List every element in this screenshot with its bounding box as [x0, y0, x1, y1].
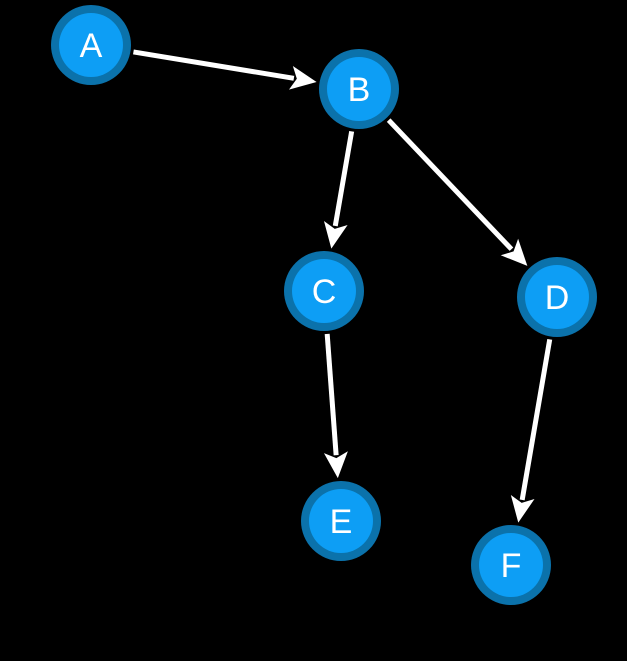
edge-a-to-b[interactable] [133, 49, 317, 90]
edge-arrowhead [500, 238, 528, 266]
node-circle [309, 489, 373, 553]
edge-layer [133, 49, 553, 523]
node-label: C [312, 273, 337, 311]
edge-line [133, 49, 295, 81]
node-circle [292, 259, 356, 323]
edge-d-to-f[interactable] [510, 338, 553, 523]
edge-arrowhead [323, 220, 348, 249]
edge-arrowhead [288, 65, 317, 90]
edge-arrowhead [323, 451, 348, 479]
edge-line [386, 118, 514, 251]
node-circle [525, 265, 589, 329]
graph-node-d[interactable]: D [517, 257, 597, 337]
node-label: A [80, 27, 103, 65]
node-label: D [545, 279, 570, 317]
node-label: B [348, 71, 371, 109]
edge-b-to-d[interactable] [386, 118, 528, 266]
edge-arrowhead [510, 494, 535, 523]
node-circle [479, 533, 543, 597]
graph-node-f[interactable]: F [471, 525, 551, 605]
graph-node-e[interactable]: E [301, 481, 381, 561]
edge-line [519, 338, 553, 501]
graph-node-c[interactable]: C [284, 251, 364, 331]
node-layer: A B C D E F [51, 5, 597, 605]
edge-c-to-e[interactable] [323, 333, 348, 479]
graph-node-a[interactable]: A [51, 5, 131, 85]
edge-line [332, 130, 355, 227]
edge-b-to-c[interactable] [323, 130, 355, 249]
edge-line [324, 333, 339, 456]
graph-node-b[interactable]: B [319, 49, 399, 129]
node-circle [59, 13, 123, 77]
node-circle [327, 57, 391, 121]
node-label: F [501, 547, 522, 585]
node-label: E [330, 503, 353, 541]
